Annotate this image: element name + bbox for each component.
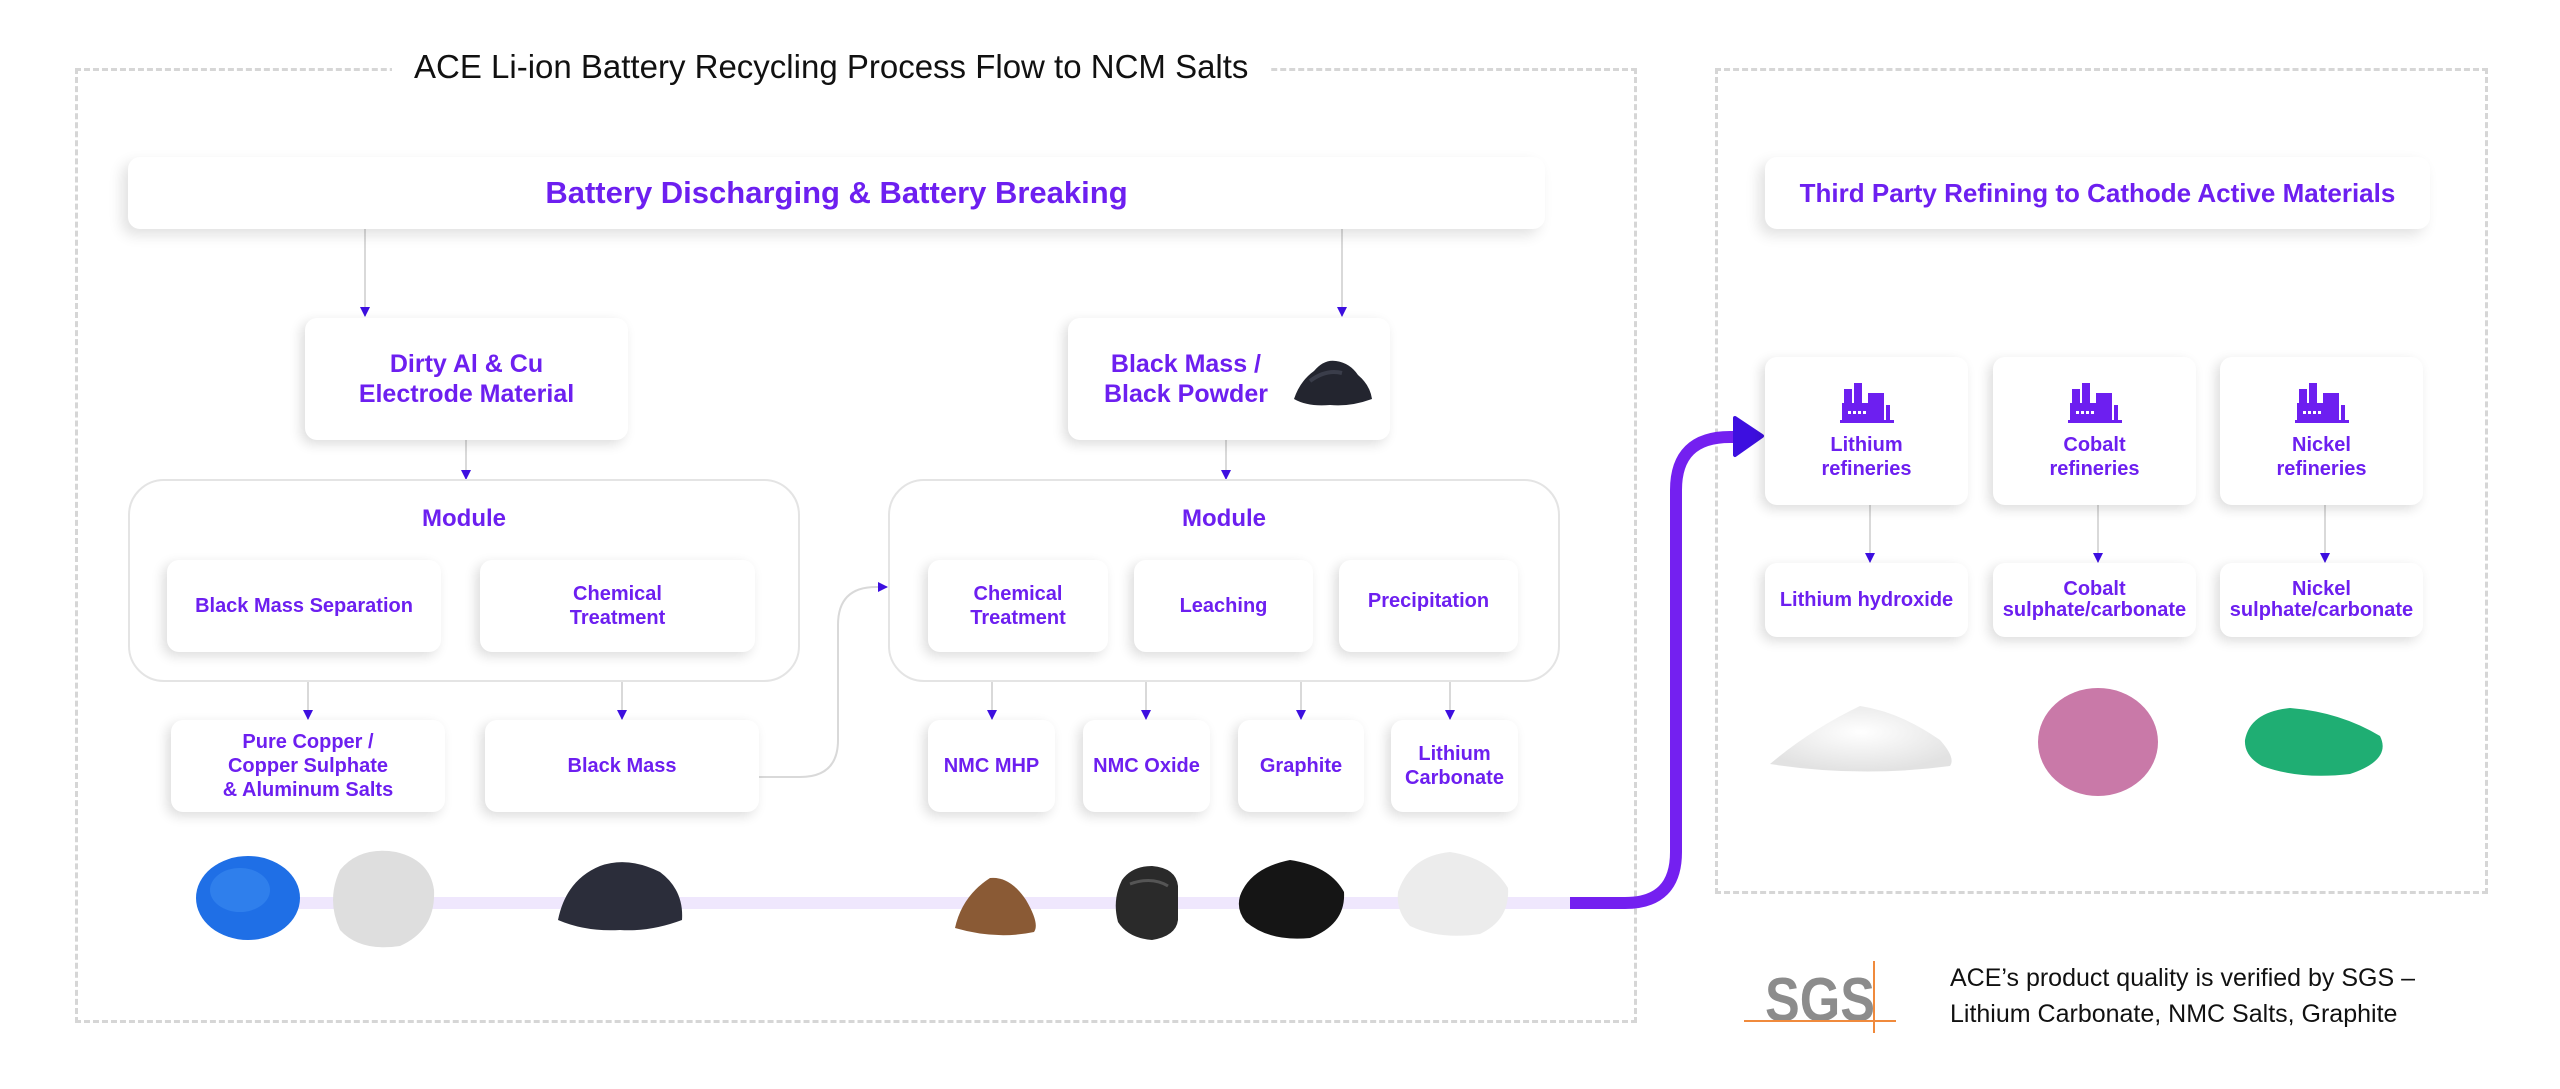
sgs-logo-text: SGS: [1765, 966, 1875, 1035]
output-nmc-oxide: NMC Oxide: [1083, 720, 1210, 812]
nickel-refineries-line2: refineries: [2276, 458, 2367, 480]
cobalt-refineries-line1: Cobalt: [2063, 434, 2126, 456]
step-black-mass-separation-label: Black Mass Separation: [195, 595, 413, 617]
card-lithium-refineries: Lithium refineries: [1765, 357, 1968, 505]
output-nmc-mhp-label: NMC MHP: [943, 755, 1040, 777]
header-third-party-refining: Third Party Refining to Cathode Active M…: [1765, 157, 2430, 229]
header-third-party-refining-label: Third Party Refining to Cathode Active M…: [1799, 177, 2396, 208]
factory-icon: [1839, 383, 1894, 423]
page-title: ACE Li-ion Battery Recycling Process Flo…: [392, 48, 1271, 86]
output-lithium-carbonate-line2: Carbonate: [1405, 767, 1504, 789]
step-chemical-treatment-right: Chemical Treatment: [928, 560, 1108, 652]
header-battery-discharging: Battery Discharging & Battery Breaking: [128, 157, 1545, 229]
card-black-mass-line1: Black Mass /: [1110, 350, 1262, 378]
card-black-mass-powder: Black Mass / Black Powder: [1068, 318, 1390, 440]
output-pure-copper: Pure Copper / Copper Sulphate & Aluminum…: [171, 720, 445, 812]
output-nmc-mhp: NMC MHP: [928, 720, 1055, 812]
output-graphite-label: Graphite: [1259, 755, 1343, 777]
module-left-title: Module: [422, 505, 506, 532]
step-precipitation: Precipitation: [1339, 560, 1518, 652]
output-graphite: Graphite: [1238, 720, 1364, 812]
product-cobalt-sulphate: Cobalt sulphate/carbonate: [1993, 563, 2196, 637]
product-nickel-line1: Nickel: [2292, 578, 2351, 600]
step-chemical-treatment-left: Chemical Treatment: [480, 560, 755, 652]
output-black-mass: Black Mass: [485, 720, 759, 812]
step-precipitation-label: Precipitation: [1367, 590, 1490, 612]
cobalt-refineries-line2: refineries: [2049, 458, 2140, 480]
product-cobalt-line1: Cobalt: [2063, 578, 2126, 600]
card-nickel-refineries: Nickel refineries: [2220, 357, 2423, 505]
output-pure-copper-line1: Pure Copper /: [242, 731, 374, 753]
product-nickel-sulphate: Nickel sulphate/carbonate: [2220, 563, 2423, 637]
card-dirty-al-cu: Dirty Al & Cu Electrode Material: [305, 318, 628, 440]
step-black-mass-separation: Black Mass Separation: [167, 560, 441, 652]
output-lithium-carbonate-line1: Lithium: [1418, 743, 1491, 765]
product-lithium-hydroxide-label: Lithium hydroxide: [1779, 589, 1954, 611]
output-pure-copper-line2: Copper Sulphate: [227, 755, 388, 777]
output-pure-copper-line3: & Aluminum Salts: [222, 779, 394, 801]
header-battery-discharging-label: Battery Discharging & Battery Breaking: [545, 175, 1128, 210]
step-leaching: Leaching: [1134, 560, 1313, 652]
output-black-mass-label: Black Mass: [567, 755, 677, 777]
product-lithium-hydroxide: Lithium hydroxide: [1765, 563, 1968, 637]
step-chemical-treatment-left-label: Chemical Treatment: [569, 583, 666, 629]
card-dirty-al-cu-line1: Dirty Al & Cu: [389, 350, 544, 378]
black-powder-image: [1293, 360, 1372, 406]
output-nmc-oxide-label: NMC Oxide: [1093, 755, 1200, 777]
factory-icon: [2067, 383, 2122, 423]
nickel-refineries-line1: Nickel: [2292, 434, 2351, 456]
product-nickel-line2: sulphate/carbonate: [2229, 599, 2414, 621]
step-leaching-label: Leaching: [1179, 595, 1268, 617]
output-lithium-carbonate: Lithium Carbonate: [1391, 720, 1518, 812]
certification-text: ACE’s product quality is verified by SGS…: [1950, 960, 2415, 1032]
lithium-refineries-line2: refineries: [1821, 458, 1912, 480]
card-black-mass-line2: Black Powder: [1104, 380, 1268, 408]
certification-line2: Lithium Carbonate, NMC Salts, Graphite: [1950, 1000, 2398, 1028]
certification-line1: ACE’s product quality is verified by SGS…: [1950, 964, 2416, 992]
factory-icon: [2294, 383, 2349, 423]
product-cobalt-line2: sulphate/carbonate: [2002, 599, 2187, 621]
lithium-refineries-line1: Lithium: [1830, 434, 1903, 456]
card-cobalt-refineries: Cobalt refineries: [1993, 357, 2196, 505]
sgs-logo: SGS: [1744, 961, 1896, 1035]
card-dirty-al-cu-line2: Electrode Material: [358, 380, 575, 408]
module-right-title: Module: [1182, 505, 1266, 532]
step-chemical-treatment-right-label: Chemical Treatment: [970, 583, 1066, 629]
